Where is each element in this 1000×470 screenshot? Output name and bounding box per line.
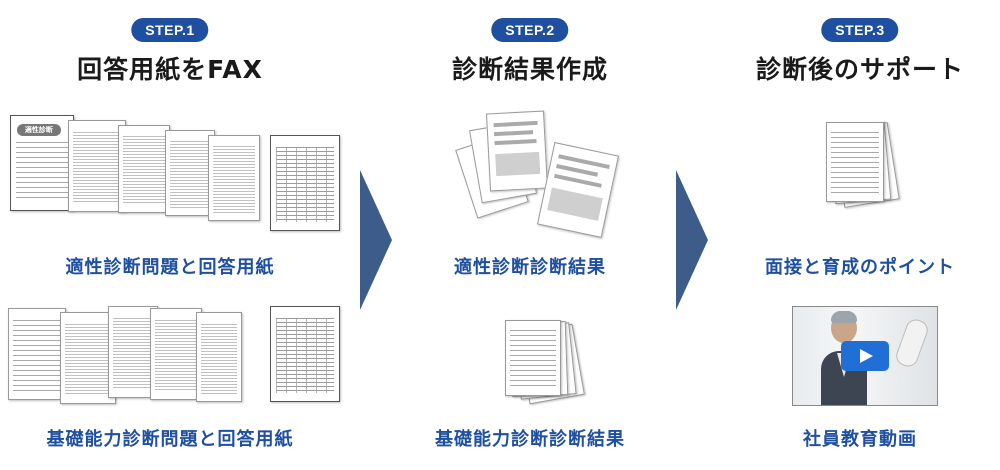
step-2-label-basic-ability-result: 基礎能力診断診断結果 (435, 429, 625, 450)
step-1-badge: STEP.1 (131, 18, 209, 42)
answer-sheet-icon (270, 135, 340, 231)
step-3-label-interview-points: 面接と育成のポイント (765, 257, 955, 278)
step-1-label-aptitude: 適性診断問題と回答用紙 (65, 257, 275, 278)
aptitude-oval-label: 適性診断 (17, 124, 61, 137)
step-3-title: 診断後のサポート (755, 55, 965, 84)
step-3-label-training-video: 社員教育動画 (803, 429, 917, 450)
step-3-badge: STEP.3 (821, 18, 899, 42)
answer-sheet-icon (270, 306, 340, 402)
step-3-column: STEP.3 診断後のサポート 面接と育成のポイント 社員教育動画 (720, 0, 1000, 470)
report-pages-icon (485, 110, 549, 192)
arrow-right-icon (360, 170, 392, 310)
report-pages-icon (505, 320, 561, 396)
training-video-thumbnail[interactable] (792, 306, 938, 406)
step-2-label-aptitude-result: 適性診断診断結果 (454, 257, 606, 278)
document-stack-icon (826, 122, 884, 202)
step-1-column: STEP.1 回答用紙をFAX 適性診断 適性診断問題と回答用紙 基礎能力診断問… (0, 0, 340, 470)
step-2-title: 診断結果作成 (451, 55, 609, 84)
arrow-right-icon (676, 170, 708, 310)
step-1-title: 回答用紙をFAX (77, 55, 263, 84)
play-icon[interactable] (841, 341, 889, 371)
step-2-column: STEP.2 診断結果作成 適性診断診断結果 基礎能力診断診断結果 (395, 0, 665, 470)
document-stack-icon (8, 308, 66, 400)
step-2-badge: STEP.2 (491, 18, 569, 42)
document-stack-icon: 適性診断 (10, 115, 74, 211)
step-1-label-basic-ability: 基礎能力診断問題と回答用紙 (46, 429, 294, 450)
